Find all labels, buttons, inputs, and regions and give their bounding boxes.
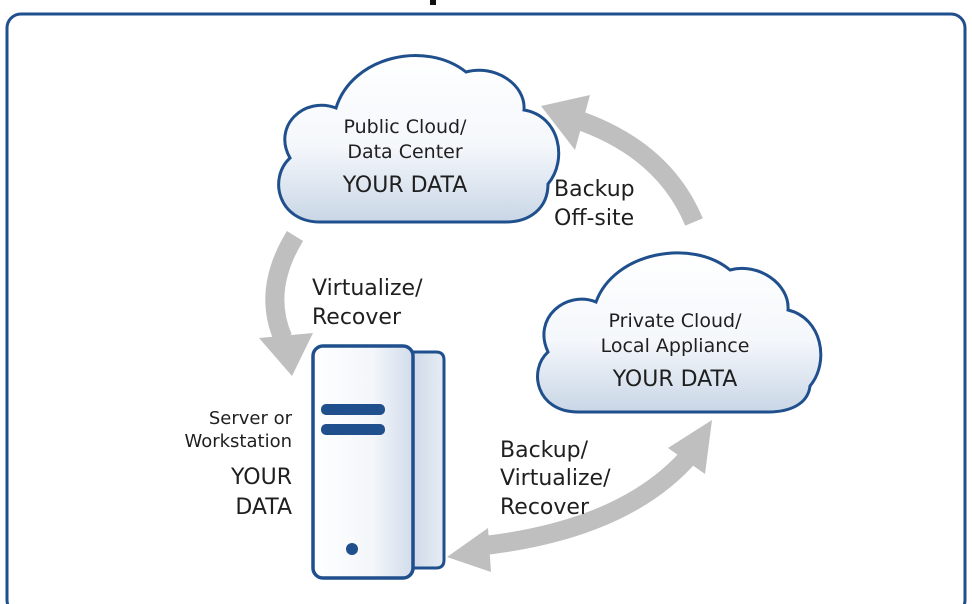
server-tower <box>311 344 446 580</box>
private-cloud-shape <box>536 251 823 414</box>
backup-offsite-arrow <box>541 95 703 226</box>
private-cloud-title-2: Local Appliance <box>601 335 750 357</box>
virtualize-recover-label-2: Recover <box>312 305 402 330</box>
virtualize-recover-arrow <box>259 231 313 376</box>
server-front-face <box>311 344 415 580</box>
public-cloud-shape <box>277 54 561 224</box>
local-backup-label-1: Backup/ <box>500 438 589 463</box>
power-led <box>346 543 358 555</box>
backup-offsite-label-2: Off-site <box>554 206 634 231</box>
drive-bay-1 <box>321 404 385 415</box>
private-cloud: Private Cloud/ Local Appliance YOUR DATA <box>536 251 823 414</box>
server-data-1: YOUR <box>230 465 292 490</box>
server-title-2: Workstation <box>184 431 292 452</box>
public-cloud-title-2: Data Center <box>347 141 463 163</box>
drive-bay-2 <box>321 424 385 435</box>
public-cloud-data-label: YOUR DATA <box>342 173 468 198</box>
server-title-1: Server or <box>209 408 293 429</box>
outer-frame <box>5 12 967 604</box>
server-data-2: DATA <box>235 495 292 520</box>
local-backup-arrow <box>447 420 712 572</box>
private-cloud-title-1: Private Cloud/ <box>609 310 743 332</box>
local-backup-label-3: Recover <box>500 495 590 520</box>
virtualize-recover-label-1: Virtualize/ <box>312 276 423 301</box>
backup-offsite-label-1: Backup <box>554 177 635 202</box>
title-fragment <box>430 0 436 5</box>
public-cloud-title-1: Public Cloud/ <box>344 116 468 138</box>
local-backup-label-2: Virtualize/ <box>500 466 611 491</box>
private-cloud-data-label: YOUR DATA <box>612 367 738 392</box>
public-cloud: Public Cloud/ Data Center YOUR DATA <box>277 54 561 224</box>
